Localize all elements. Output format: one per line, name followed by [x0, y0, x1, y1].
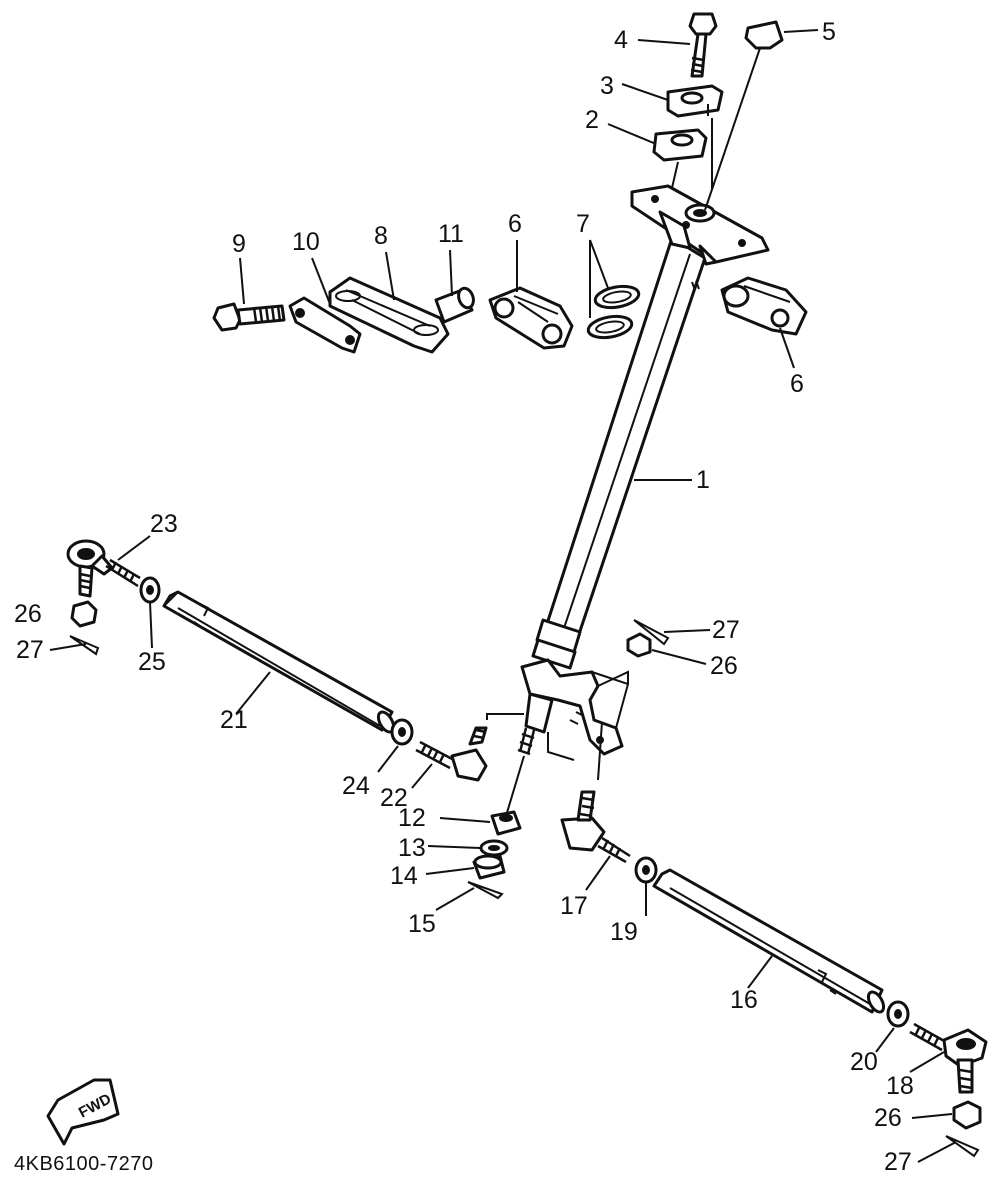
nut-20: [875, 1000, 910, 1053]
callout-14: 14: [390, 862, 418, 890]
callout-3: 3: [600, 72, 614, 100]
callout-5: 5: [822, 18, 836, 46]
callout-20: 20: [850, 1048, 878, 1076]
cotter-pin-27-left: [49, 635, 100, 656]
callout-19: 19: [610, 918, 638, 946]
callout-27-right: 27: [884, 1148, 912, 1176]
nut-26-right: [911, 1100, 982, 1130]
callout-4: 4: [614, 26, 628, 54]
holder-6-left: [488, 240, 574, 350]
cotter-pin-27-mid: [633, 619, 711, 646]
callout-27-mid: 27: [712, 616, 740, 644]
callout-15: 15: [408, 910, 436, 938]
callout-9: 9: [232, 230, 246, 258]
clamp-3: [666, 84, 724, 118]
plate-8: [328, 251, 450, 354]
lock-washer-10: [288, 257, 362, 354]
callout-22: 22: [380, 784, 408, 812]
tie-rod-end-22: [411, 726, 488, 789]
drawing-code: 4KB6100-7270: [14, 1153, 153, 1175]
nut-25: [139, 576, 161, 649]
clamp-2: [652, 128, 708, 162]
callout-17: 17: [560, 892, 588, 920]
callout-13: 13: [398, 834, 426, 862]
collar-11: [434, 249, 475, 324]
nut-26-mid: [626, 632, 707, 665]
cotter-pin-27-right: [917, 1135, 980, 1163]
callout-6-right: 6: [790, 370, 804, 398]
tie-rod-16: [652, 868, 886, 1014]
callout-21: 21: [220, 706, 248, 734]
bolt-4: [688, 12, 718, 78]
callout-10: 10: [292, 228, 320, 256]
shaft-top-plate: [630, 118, 770, 266]
callout-12: 12: [398, 804, 426, 832]
callout-24: 24: [342, 772, 370, 800]
bushing-7: [586, 239, 641, 340]
cap-5: [704, 20, 784, 211]
callout-1: 1: [696, 466, 710, 494]
callout-16: 16: [730, 986, 758, 1014]
parts-12-15: [425, 755, 525, 911]
callout-labels: 4 5 3 2 9 10 8 11 6 7 6 1 23 26 27 25 21…: [14, 18, 914, 1176]
callout-6-left: 6: [508, 210, 522, 238]
steering-shaft: [486, 236, 707, 761]
callout-11: 11: [438, 220, 464, 248]
callout-27-left: 27: [16, 636, 44, 664]
tie-rod-end-18: [909, 1022, 988, 1094]
tie-rod-21: [162, 590, 396, 734]
callout-8: 8: [374, 222, 388, 250]
nut-19: [634, 856, 658, 916]
nut-24: [377, 718, 414, 773]
leaders-top: [239, 29, 819, 481]
nut-26-left: [70, 600, 98, 628]
callout-7: 7: [576, 210, 590, 238]
callout-18: 18: [886, 1072, 914, 1100]
callout-26-left: 26: [14, 600, 42, 628]
bolt-9: [212, 302, 286, 332]
callout-26-right: 26: [874, 1104, 902, 1132]
tie-rod-end-23: [66, 535, 151, 598]
callout-25: 25: [138, 648, 166, 676]
holder-6-right: [720, 276, 808, 369]
fwd-arrow-icon: FWD: [46, 1078, 120, 1146]
tie-rod-end-17: [560, 721, 631, 891]
callout-23: 23: [150, 510, 178, 538]
callout-2: 2: [585, 106, 599, 134]
callout-26-mid: 26: [710, 652, 738, 680]
